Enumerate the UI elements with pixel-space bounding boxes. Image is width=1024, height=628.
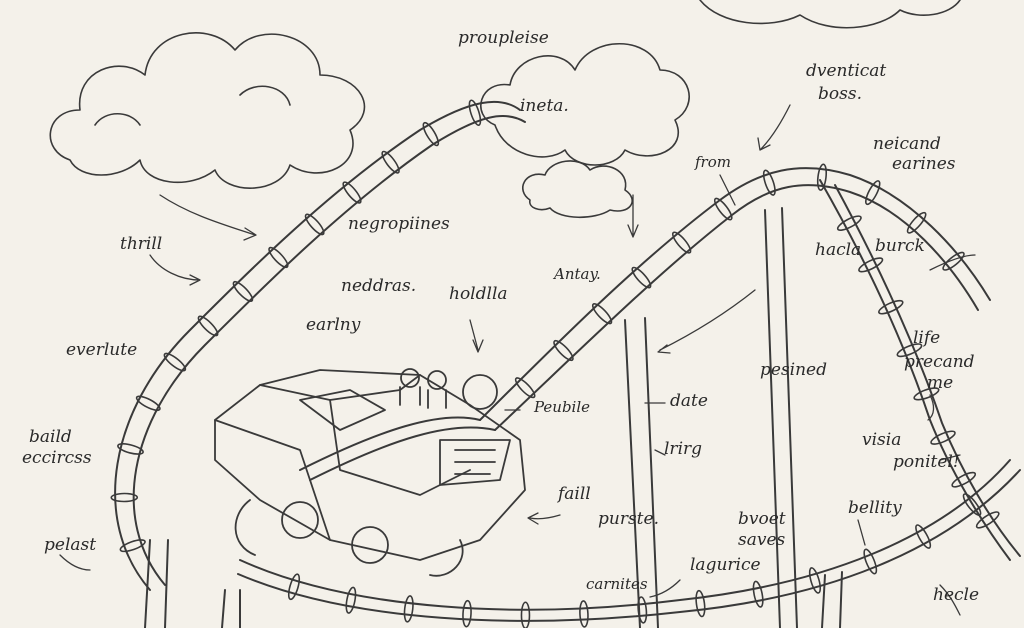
label-holdlla: holdlla	[449, 284, 508, 304]
track-tie	[514, 377, 536, 399]
label-dventicat: dventicat	[806, 61, 887, 81]
label-antay: Antay.	[554, 265, 601, 283]
track-tie	[304, 213, 325, 236]
track-tie	[468, 99, 482, 126]
track-tie	[268, 246, 289, 269]
track-tie	[345, 586, 357, 614]
track-tie	[232, 280, 254, 302]
track-tie	[858, 257, 884, 273]
track-tie	[865, 180, 881, 206]
track-tie	[381, 150, 400, 174]
label-visia: visia	[862, 430, 902, 450]
coaster-track	[114, 100, 1021, 622]
track-tie	[135, 395, 161, 412]
label-carnites: carnites	[586, 575, 648, 593]
track-tie	[878, 299, 904, 315]
track-tie	[520, 601, 531, 628]
track-tie	[951, 471, 977, 488]
track-tie	[896, 343, 923, 358]
label-purste: purste.	[598, 509, 659, 529]
annotation-arrows	[59, 104, 976, 616]
track-tie	[553, 339, 574, 362]
label-faill: faill	[558, 484, 591, 504]
track-tie	[975, 511, 1000, 529]
track-tie	[287, 573, 301, 601]
track-tie	[915, 524, 932, 549]
label-boss: boss.	[818, 84, 862, 104]
label-lagurice: lagurice	[690, 555, 761, 575]
label-saves: saves	[738, 530, 786, 550]
track-tie	[695, 589, 706, 618]
coaster-car	[214, 368, 526, 577]
label-ineta: ineta.	[520, 96, 569, 116]
track-tie	[342, 181, 362, 204]
track-tie	[422, 121, 440, 147]
label-me: me	[927, 373, 954, 393]
track-tie	[808, 567, 822, 594]
track-ties	[110, 99, 1000, 628]
label-everlute: everlute	[66, 340, 138, 360]
label-eccircss: eccircss	[22, 448, 92, 468]
cloud-center	[480, 42, 690, 219]
track-tie	[671, 231, 692, 254]
track-tie	[163, 352, 187, 372]
track-tie	[836, 215, 862, 231]
cloud-top-right	[699, 0, 961, 29]
track-tie	[752, 580, 764, 608]
cloud-left	[49, 32, 366, 189]
label-neicand: neicand	[873, 134, 941, 154]
track-tie	[462, 599, 472, 628]
track-tie	[403, 595, 414, 623]
track-tie	[579, 600, 589, 628]
label-peubile: Peubile	[534, 398, 591, 416]
support-columns	[144, 207, 843, 628]
track-tie	[942, 251, 965, 271]
track-tie	[962, 493, 982, 516]
label-proupleise: proupleise	[458, 28, 549, 48]
label-from: from	[695, 153, 731, 171]
label-ponitel: ponitel!	[893, 452, 960, 472]
track-tie	[816, 163, 828, 191]
label-lrirg: lrirg	[664, 439, 703, 459]
track-tie	[110, 492, 139, 503]
track-tie	[631, 266, 652, 289]
track-tie	[713, 197, 733, 221]
label-life: life	[913, 328, 941, 348]
label-earlny: earlny	[306, 315, 361, 335]
label-earines: earines	[892, 154, 956, 174]
track-tie	[197, 315, 219, 337]
track-tie	[906, 211, 927, 234]
label-pesined: pesined	[760, 360, 827, 380]
label-baild: baild	[29, 427, 72, 447]
label-bellity: bellity	[848, 498, 902, 518]
label-pelast: pelast	[44, 535, 97, 555]
label-hacla: hacla	[815, 240, 862, 260]
label-date: date	[670, 391, 708, 411]
track-tie	[913, 387, 940, 401]
label-bvoet: bvoet	[738, 509, 786, 529]
label-precand: precand	[904, 352, 975, 372]
label-hecle: hecle	[933, 585, 980, 605]
label-negropiines: negropiines	[348, 214, 450, 234]
track-tie	[863, 548, 878, 575]
track-tie	[930, 430, 956, 445]
label-neddras: neddras.	[341, 276, 417, 296]
track-tie	[117, 443, 144, 455]
track-tie	[762, 169, 776, 196]
label-thrill: thrill	[120, 234, 163, 254]
label-burck: burck	[875, 236, 925, 256]
track-tie	[591, 303, 613, 325]
track-tie	[119, 539, 146, 553]
